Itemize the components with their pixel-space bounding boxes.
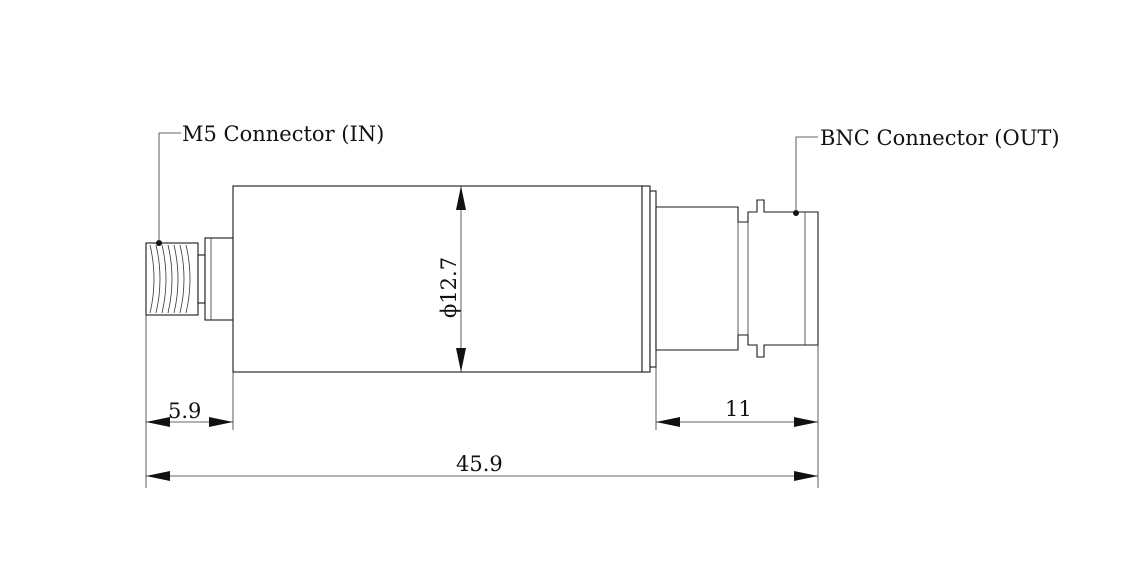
bnc-leader <box>795 136 818 213</box>
m5-connector-label: M5 Connector (IN) <box>182 122 384 146</box>
diameter-value: ϕ12.7 <box>437 257 461 318</box>
bnc-connector <box>655 199 819 358</box>
sensor-body <box>232 185 657 373</box>
m5-threaded-stud <box>145 242 199 316</box>
m5-leader <box>156 132 181 246</box>
diameter-dimension <box>456 186 466 372</box>
input-length-dimension <box>146 417 233 427</box>
output-length-value: 11 <box>725 397 752 421</box>
overall-length-value: 45.9 <box>456 452 503 476</box>
m5-neck <box>197 237 234 321</box>
input-length-value: 5.9 <box>168 399 201 423</box>
output-length-dimension <box>656 417 818 427</box>
overall-length-dimension <box>146 471 818 481</box>
bnc-connector-label: BNC Connector (OUT) <box>820 126 1060 150</box>
extension-lines <box>145 315 819 488</box>
